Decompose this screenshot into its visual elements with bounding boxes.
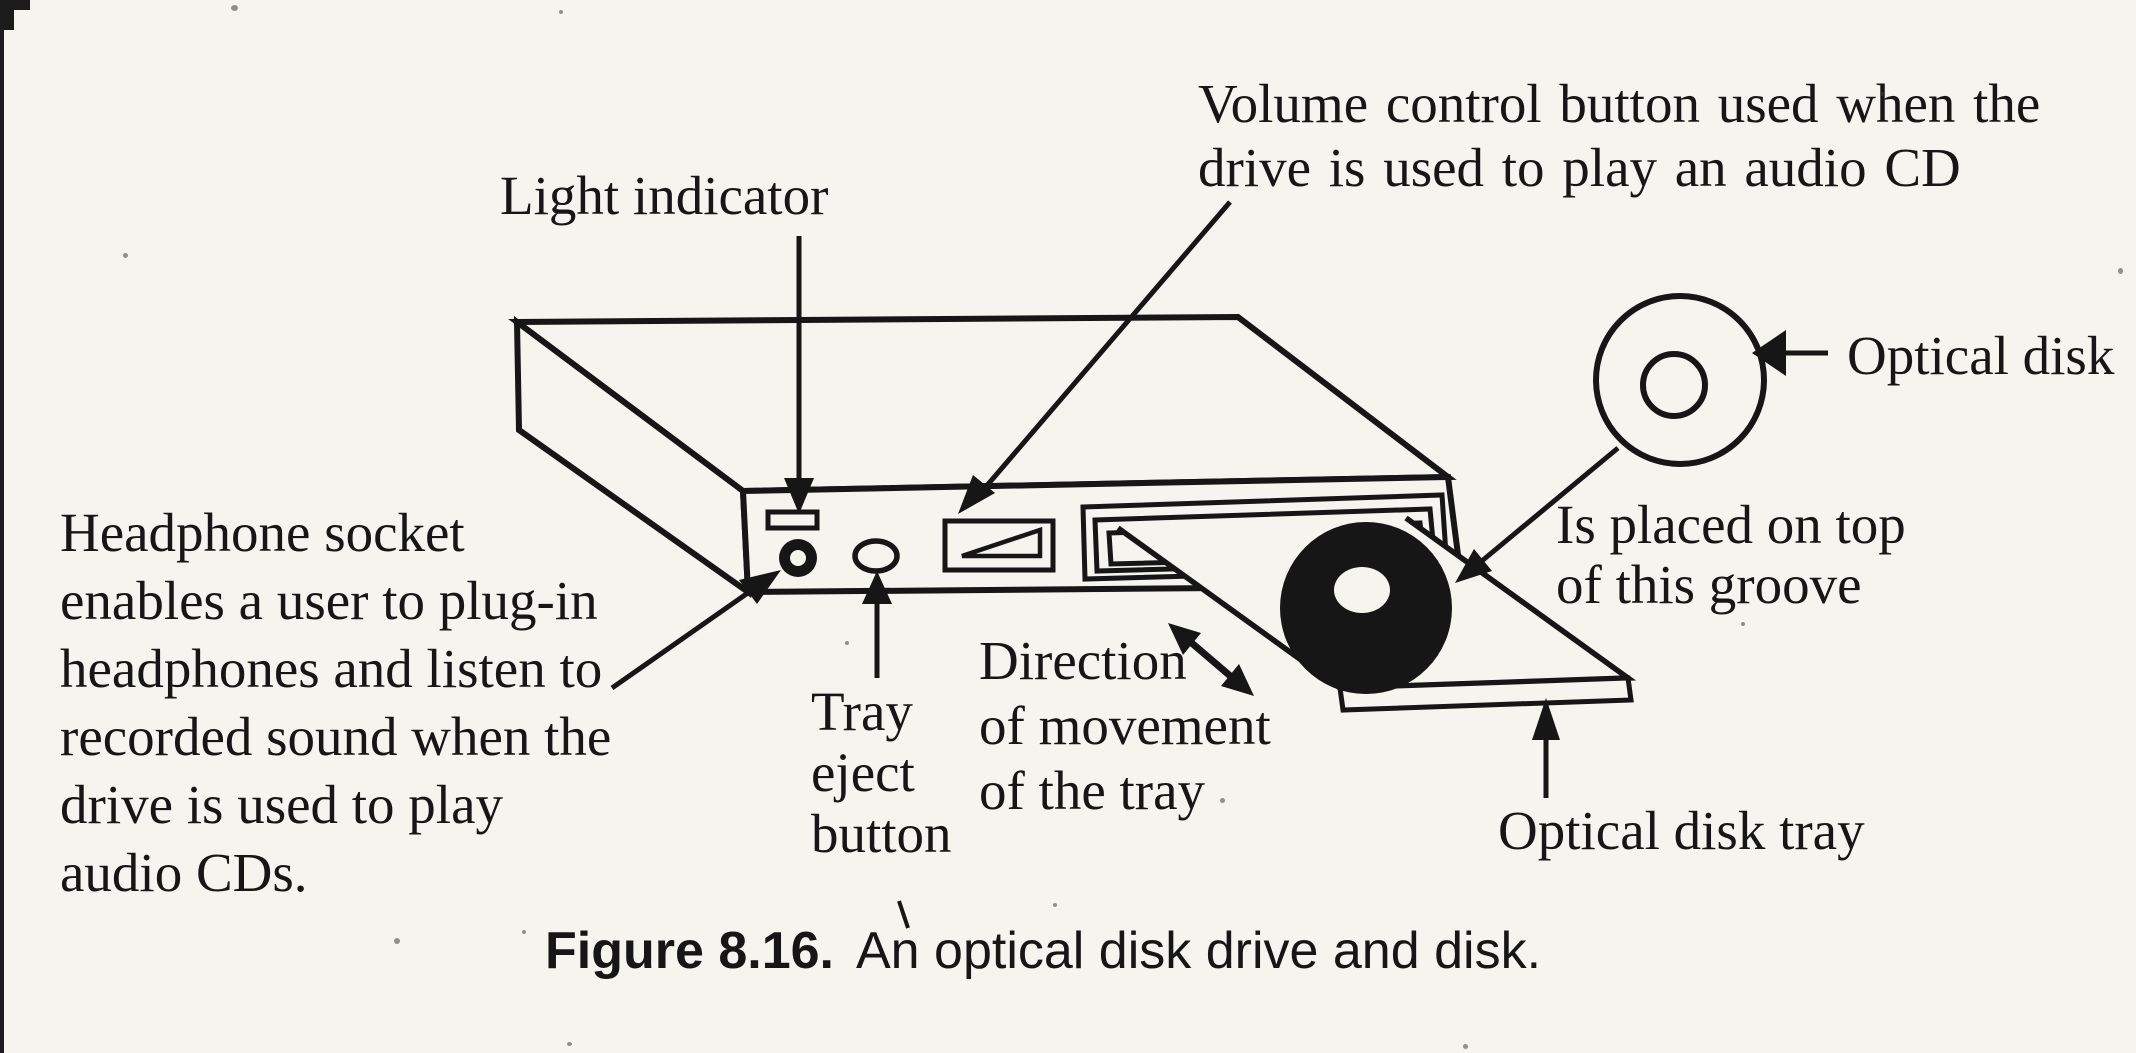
tray-eject-button-shape (852, 538, 900, 574)
scan-speck (522, 930, 526, 934)
callout-optical-disk: Optical disk (1847, 325, 2115, 386)
direction-line: Direction (979, 630, 1187, 691)
callout-volume-line1: Volume control button used when the (1198, 73, 2041, 134)
volume-wedge-icon (961, 526, 1043, 559)
groove-line: of this groove (1556, 554, 1862, 615)
headphone-line: audio CDs. (60, 842, 308, 903)
headphone-socket-hole (790, 550, 806, 566)
direction-arrowhead-down (1221, 664, 1254, 696)
scan-speck (123, 253, 128, 258)
headphone-leader (610, 580, 764, 691)
tray-eject-line: Tray (811, 681, 913, 742)
scan-speck (1741, 622, 1745, 626)
headphone-line: headphones and listen to (60, 638, 603, 699)
scan-speck (567, 1042, 572, 1046)
direction-line: of the tray (979, 760, 1206, 821)
groove-leader (1475, 446, 1620, 567)
disk-on-tray-hole (1334, 567, 1390, 613)
headphone-line: recorded sound when the (60, 706, 612, 767)
caption-tick-mark (897, 900, 910, 929)
arrowheads (739, 330, 1786, 740)
scan-speck (1463, 1044, 1468, 1049)
scan-speck (845, 641, 849, 645)
callout-headphone-socket: Headphone socket enables a user to plug-… (60, 499, 611, 907)
disk-tray-thickness (1337, 675, 1634, 713)
direction-arrowhead-up (1168, 623, 1201, 655)
optical-disk-arrowhead (1752, 330, 1786, 376)
headphone-arrowhead (739, 570, 781, 604)
scan-speck (1880, 92, 1884, 96)
groove-arrowhead (1455, 549, 1492, 583)
callout-light-indicator: Light indicator (500, 165, 829, 226)
tray-eject-line: button (811, 803, 952, 864)
figure-caption: Figure 8.16. An optical disk drive and di… (545, 921, 1541, 981)
figure-caption-label: Figure 8.16. (545, 922, 834, 980)
optical-disk-hole (1640, 351, 1708, 419)
scan-speck (1053, 903, 1057, 907)
light-indicator-rect (765, 509, 820, 531)
scan-speck (2118, 268, 2123, 274)
volume-control-rect (942, 518, 1056, 573)
direction-line: of movement (979, 695, 1271, 756)
eject-arrowhead (862, 571, 892, 604)
callout-volume-line2: drive is used to play an audio CD (1198, 137, 1961, 198)
tray-eject-line: eject (811, 742, 915, 803)
callout-tray-eject: Tray eject button (811, 681, 952, 864)
headphone-line: drive is used to play (60, 774, 503, 835)
optical-disk-shape (1593, 293, 1767, 467)
scan-speck (1220, 798, 1225, 803)
scan-speck (559, 10, 563, 14)
callout-volume-control: Volume control button used when the driv… (1198, 72, 2040, 200)
volume-leader (970, 200, 1232, 505)
callout-groove: Is placed on top of this groove (1556, 495, 1906, 615)
scan-artifacts (0, 0, 30, 1053)
callout-disk-tray: Optical disk tray (1498, 800, 1865, 861)
headphone-line: Headphone socket (60, 502, 465, 563)
light-arrowhead (784, 478, 814, 514)
volume-arrowhead (958, 475, 995, 514)
scan-speck (231, 5, 238, 11)
figure-caption-text: An optical disk drive and disk. (856, 922, 1542, 980)
callout-direction: Direction of movement of the tray (979, 628, 1271, 823)
headphone-line: enables a user to plug-in (60, 570, 598, 631)
groove-line: Is placed on top (1556, 494, 1906, 555)
scan-speck (394, 938, 400, 944)
tray-arrowhead (1532, 698, 1560, 740)
